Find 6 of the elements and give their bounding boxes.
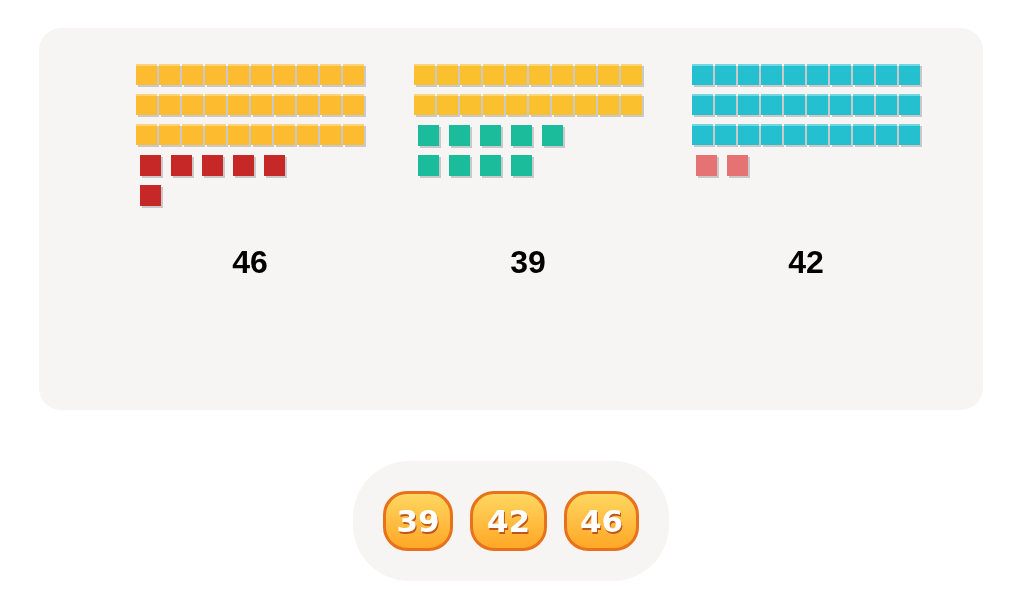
number-tile-button: 46 — [564, 491, 639, 551]
number-tile-button: 39 — [383, 491, 453, 551]
number-tile-button: 42 — [470, 491, 547, 551]
number-label: 46 — [232, 244, 268, 280]
number-label: 39 — [510, 244, 546, 280]
number-label: 42 — [788, 244, 824, 280]
